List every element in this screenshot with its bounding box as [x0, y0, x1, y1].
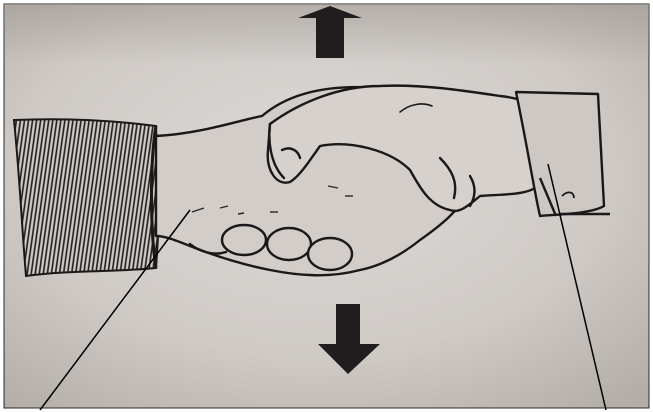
left-sleeve — [14, 119, 159, 276]
